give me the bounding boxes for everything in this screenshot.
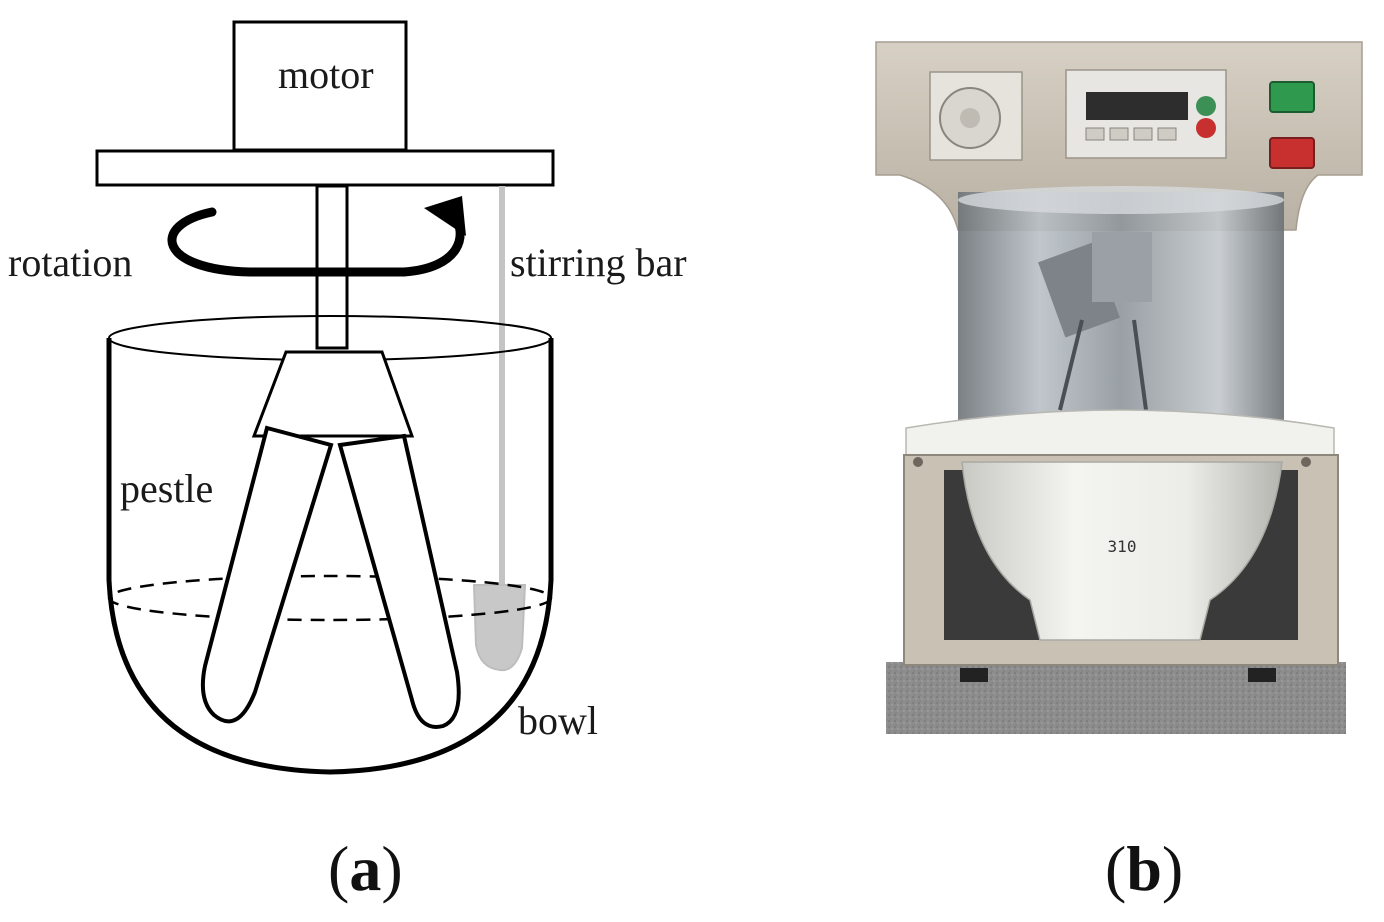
bowl-outline	[106, 338, 554, 775]
pestle-left-leg	[200, 425, 334, 724]
foot-right	[1248, 668, 1276, 682]
granite-base	[886, 662, 1346, 734]
controller-key-2	[1109, 127, 1129, 141]
panel-a-open-paren: (	[328, 833, 349, 904]
timer-knob-icon	[960, 108, 980, 128]
motor-label: motor	[278, 52, 374, 97]
schematic-panel: motor rotation stirring bar pestle bowl …	[8, 20, 687, 904]
ceramic-bowl	[961, 461, 1283, 641]
screw-right-icon	[1301, 457, 1311, 467]
panel-a-letter: a	[349, 833, 381, 904]
pestle-head	[251, 350, 415, 438]
bowl-number: 310	[1108, 537, 1137, 556]
foot-left	[960, 668, 988, 682]
controller-green-button	[1196, 96, 1216, 116]
bowl-collar	[905, 409, 1335, 459]
controller-display	[1086, 92, 1188, 120]
screw-left-icon	[913, 457, 923, 467]
acrylic-cover	[958, 192, 1284, 428]
controller-key-3	[1133, 127, 1153, 141]
material-level	[107, 574, 553, 622]
panel-b-open-paren: (	[1105, 833, 1126, 904]
mounting-plate	[95, 149, 555, 187]
internal-pestle-rod	[1058, 319, 1084, 411]
pestle-label: pestle	[120, 466, 213, 511]
rotation-arrow	[167, 207, 465, 277]
controller-red-button	[1196, 118, 1216, 138]
motor-box	[232, 20, 408, 152]
bowl-label: bowl	[518, 698, 598, 743]
controller-key-1	[1085, 127, 1105, 141]
stop-button	[1269, 137, 1315, 169]
photo-panel: 310 (b)	[875, 41, 1363, 904]
controller-key-4	[1157, 127, 1177, 141]
panel-b-close-paren: )	[1162, 833, 1183, 904]
acrylic-cover-top	[958, 186, 1284, 214]
panel-a-label: (a)	[328, 833, 403, 904]
internal-stirrer-rod	[1132, 319, 1148, 411]
shaft	[315, 184, 349, 350]
panel-b-letter: b	[1126, 833, 1162, 904]
panel-b-label: (b)	[1105, 833, 1183, 904]
rotation-arrow-head	[424, 196, 466, 236]
stirring-bar-label: stirring bar	[510, 240, 687, 285]
drive-mechanism	[1092, 232, 1152, 302]
rotation-label: rotation	[8, 240, 132, 285]
start-button	[1269, 81, 1315, 113]
pestle-right-leg	[337, 433, 461, 729]
stirring-bar-tip	[472, 584, 527, 672]
panel-a-close-paren: )	[381, 833, 402, 904]
